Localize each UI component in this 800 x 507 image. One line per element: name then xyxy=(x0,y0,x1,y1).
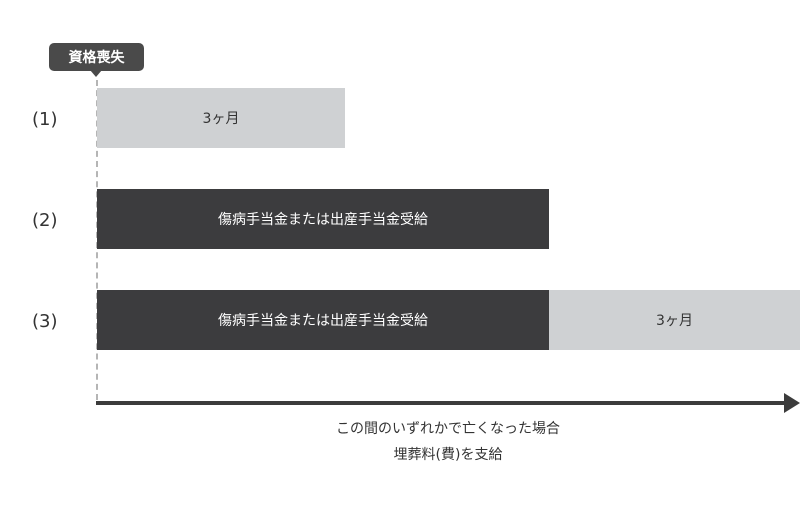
row-3-three-months-bar: 3ヶ月 xyxy=(549,290,800,350)
time-axis-line xyxy=(96,401,784,405)
caption-line-2: 埋葬料(費)を支給 xyxy=(393,447,503,463)
row-3-allowance-bar-text: 傷病手当金または出産手当金受給 xyxy=(218,313,428,329)
badge-pointer xyxy=(90,70,102,77)
time-axis-arrow-icon xyxy=(784,393,800,413)
row-1-three-months-bar: 3ヶ月 xyxy=(97,88,345,148)
row-3-three-months-text: 3ヶ月 xyxy=(656,313,693,329)
caption-line-1: この間のいずれかで亡くなった場合 xyxy=(336,421,560,437)
loss-of-eligibility-badge: 資格喪失 xyxy=(49,43,144,71)
row-2-allowance-bar: 傷病手当金または出産手当金受給 xyxy=(97,189,549,249)
row-2-label: (2) xyxy=(32,210,58,231)
row-3-label: (3) xyxy=(32,311,58,332)
row-1-label: (1) xyxy=(32,109,58,130)
row-2-bar-text: 傷病手当金または出産手当金受給 xyxy=(218,212,428,228)
row-1-bar-text: 3ヶ月 xyxy=(202,111,240,127)
row-3-allowance-bar: 傷病手当金または出産手当金受給 xyxy=(97,290,549,350)
